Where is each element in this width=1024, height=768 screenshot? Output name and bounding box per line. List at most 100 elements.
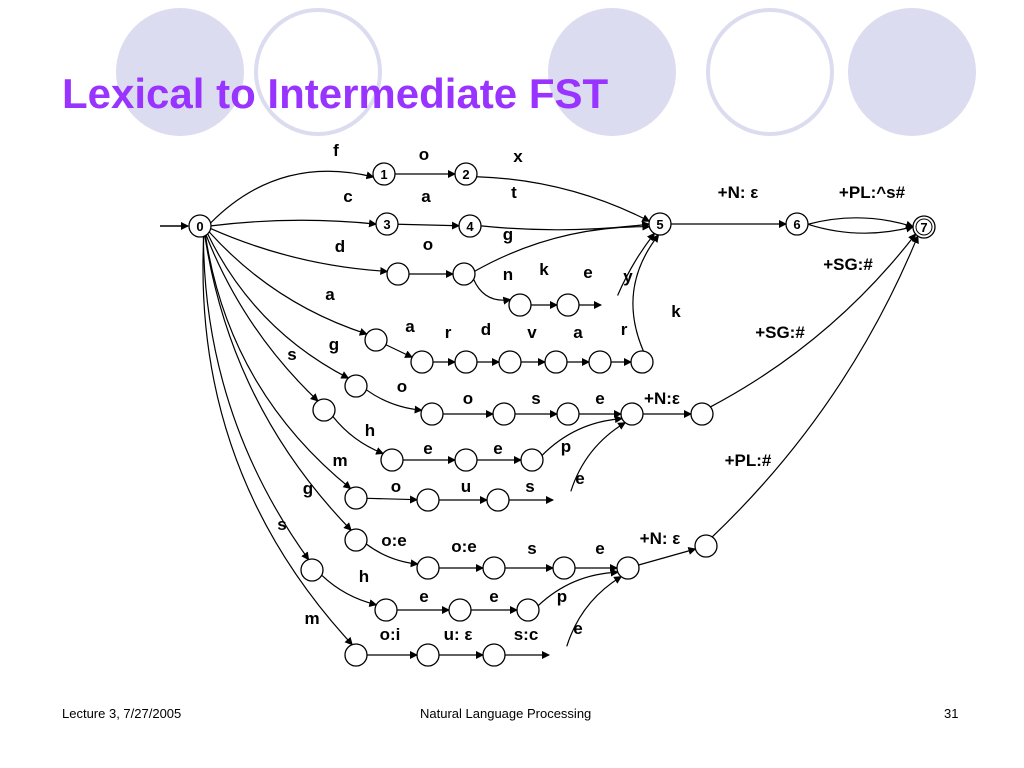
- fst-edge: [202, 236, 353, 646]
- fst-edge-label: o: [463, 389, 473, 408]
- fst-state-label: 3: [383, 217, 390, 232]
- fst-state: [420, 402, 444, 426]
- fst-edge-label: +PL:^s#: [839, 183, 906, 202]
- fst-edge-label: f: [333, 141, 339, 160]
- fst-edge-label: o: [391, 477, 401, 496]
- fst-edge-label: c: [343, 187, 352, 206]
- fst-state: [386, 262, 410, 286]
- fst-edge: [204, 235, 352, 531]
- fst-edge-label: a: [421, 187, 431, 206]
- fst-edge-label: a: [325, 285, 335, 304]
- fst-edge: [710, 233, 917, 408]
- fst-edge-label: +N: ε: [640, 529, 681, 548]
- fst-edge: [711, 235, 919, 538]
- fst-edge-label: e: [595, 389, 604, 408]
- fst-state: [364, 328, 388, 352]
- fst-edge-label: u: ε: [444, 625, 473, 644]
- fst-state-label: 2: [462, 167, 469, 182]
- fst-edge-label: g: [329, 335, 339, 354]
- fst-edge-label: s: [287, 345, 296, 364]
- fst-edge: [541, 415, 624, 456]
- fst-edge: [210, 219, 377, 228]
- fst-edge-label: u: [461, 477, 471, 496]
- edge-layer: [160, 170, 919, 659]
- fst-state: [486, 488, 510, 512]
- fst-edge-label: o: [397, 377, 407, 396]
- fst-edge-label: k: [539, 260, 549, 279]
- fst-edge: [807, 223, 914, 234]
- fst-state: [380, 448, 404, 472]
- fst-state: [454, 350, 478, 374]
- fst-edge: [202, 236, 310, 561]
- fst-edge-label: s: [527, 539, 536, 558]
- footer-course-name: Natural Language Processing: [420, 706, 592, 721]
- fst-edge: [205, 234, 319, 402]
- fst-edge-label: +PL:#: [725, 451, 772, 470]
- fst-edge-label: r: [621, 320, 628, 339]
- fst-state: [508, 293, 532, 317]
- fst-edge-label: o: [419, 145, 429, 164]
- fst-edge-label: s: [531, 389, 540, 408]
- fst-state: [630, 350, 654, 374]
- fst-state: [458, 214, 482, 238]
- fst-edge: [473, 279, 512, 305]
- fst-edge: [617, 232, 656, 296]
- fst-edge-label: n: [503, 265, 513, 284]
- fst-edge-label: p: [561, 437, 571, 456]
- fst-edge: [566, 576, 623, 647]
- fst-edge-label: p: [557, 587, 567, 606]
- fst-edge-label: +N: ε: [718, 183, 759, 202]
- fst-state: [785, 212, 809, 236]
- fst-edge: [210, 228, 389, 275]
- fst-state: [544, 350, 568, 374]
- decor-circle-4: [706, 8, 834, 136]
- fst-state: [312, 398, 336, 422]
- fst-state: [552, 556, 576, 580]
- fst-edge-label: e: [493, 439, 502, 458]
- fst-edge-label: s:c: [514, 625, 539, 644]
- fst-edge-label: k: [671, 302, 681, 321]
- fst-state: [448, 598, 472, 622]
- fst-edge: [385, 344, 413, 358]
- fst-edge-label: e: [423, 439, 432, 458]
- fst-edge-label: e: [573, 619, 582, 638]
- fst-edge: [365, 389, 423, 414]
- fst-edge: [638, 547, 697, 566]
- fst-edge: [474, 222, 651, 272]
- fst-edge-label: +SG:#: [755, 323, 805, 342]
- fst-edge-label: a: [405, 317, 415, 336]
- fst-edge-label: g: [303, 479, 313, 498]
- fst-state: [588, 350, 612, 374]
- fst-edge-label: e: [583, 263, 592, 282]
- fst-edge: [207, 233, 350, 379]
- fst-edge-label: s: [277, 515, 286, 534]
- fst-state-label: 1: [380, 167, 387, 182]
- fst-edge-label: +SG:#: [823, 255, 873, 274]
- fst-edge-label: a: [573, 323, 583, 342]
- fst-state: [344, 486, 368, 510]
- fst-edge-label: h: [359, 567, 369, 586]
- fst-edge: [570, 422, 627, 492]
- fst-state: [410, 350, 434, 374]
- fst-state-label: 6: [793, 217, 800, 232]
- fst-edge-label: y: [623, 267, 633, 286]
- fst-state: [344, 643, 368, 667]
- fst-edge: [332, 416, 385, 455]
- fst-state: [516, 598, 540, 622]
- fst-state: [454, 448, 478, 472]
- fst-state-label: 5: [656, 217, 663, 232]
- fst-edge-label: +N:ε: [644, 389, 680, 408]
- fst-edge: [366, 495, 419, 504]
- fst-edge-label: x: [513, 147, 523, 166]
- fst-edge-label: m: [304, 609, 319, 628]
- fst-edge: [537, 568, 619, 607]
- fst-edge-label: d: [335, 237, 345, 256]
- fst-edge: [210, 170, 375, 224]
- fst-state: [498, 350, 522, 374]
- fst-edge: [632, 234, 660, 352]
- fst-edge: [321, 574, 378, 608]
- fst-state: [616, 556, 640, 580]
